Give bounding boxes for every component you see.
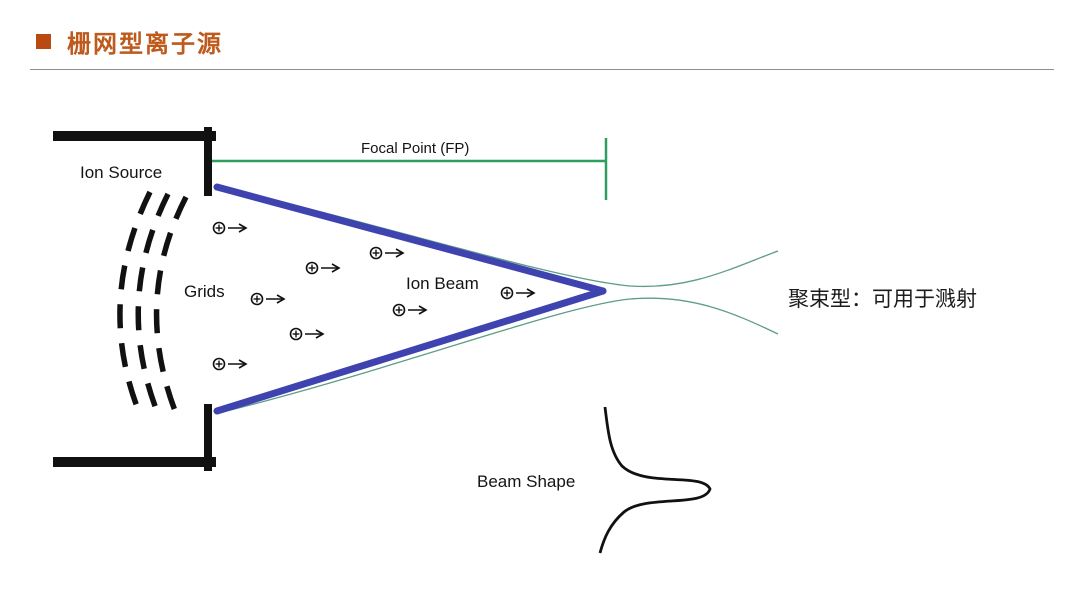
ion-symbol — [392, 303, 427, 317]
grids-label: Grids — [184, 282, 225, 301]
beam-envelope-top — [218, 185, 779, 288]
focused-type-annotation: 聚束型：可用于溅射 — [788, 287, 977, 311]
grid-arcs — [117, 190, 189, 418]
slide-header: 栅网型离子源 — [36, 24, 223, 59]
header-divider — [30, 69, 1054, 70]
ion-symbol — [369, 246, 404, 260]
beam-envelope-bottom — [218, 297, 779, 414]
ion-symbol — [212, 357, 247, 371]
beam-shape-label: Beam Shape — [477, 472, 576, 491]
ion-symbol — [500, 286, 535, 300]
ion-symbol — [305, 261, 340, 275]
ion-symbol — [289, 327, 324, 341]
ion-beam-bottom-edge — [213, 287, 607, 415]
focal-point-label: Focal Point (FP) — [361, 140, 470, 157]
ion-beam-cone — [213, 183, 607, 415]
ion-symbols — [212, 221, 535, 371]
slide-title: 栅网型离子源 — [67, 32, 223, 58]
grid-arc-inner — [153, 195, 189, 418]
ion-beam-label: Ion Beam — [406, 274, 479, 293]
beam-shape-curve — [598, 406, 712, 554]
ion-beam-top-edge — [213, 183, 607, 295]
grid-arc-outer — [117, 190, 153, 414]
focal-point-line — [212, 138, 608, 200]
ion-symbol — [250, 292, 285, 306]
ion-source-label: Ion Source — [80, 163, 163, 182]
title-bullet-square — [36, 34, 51, 49]
grid-arc-middle — [135, 192, 171, 416]
ion-symbol — [212, 221, 247, 235]
ion-source-housing — [53, 127, 216, 471]
beam-envelope — [218, 185, 779, 414]
